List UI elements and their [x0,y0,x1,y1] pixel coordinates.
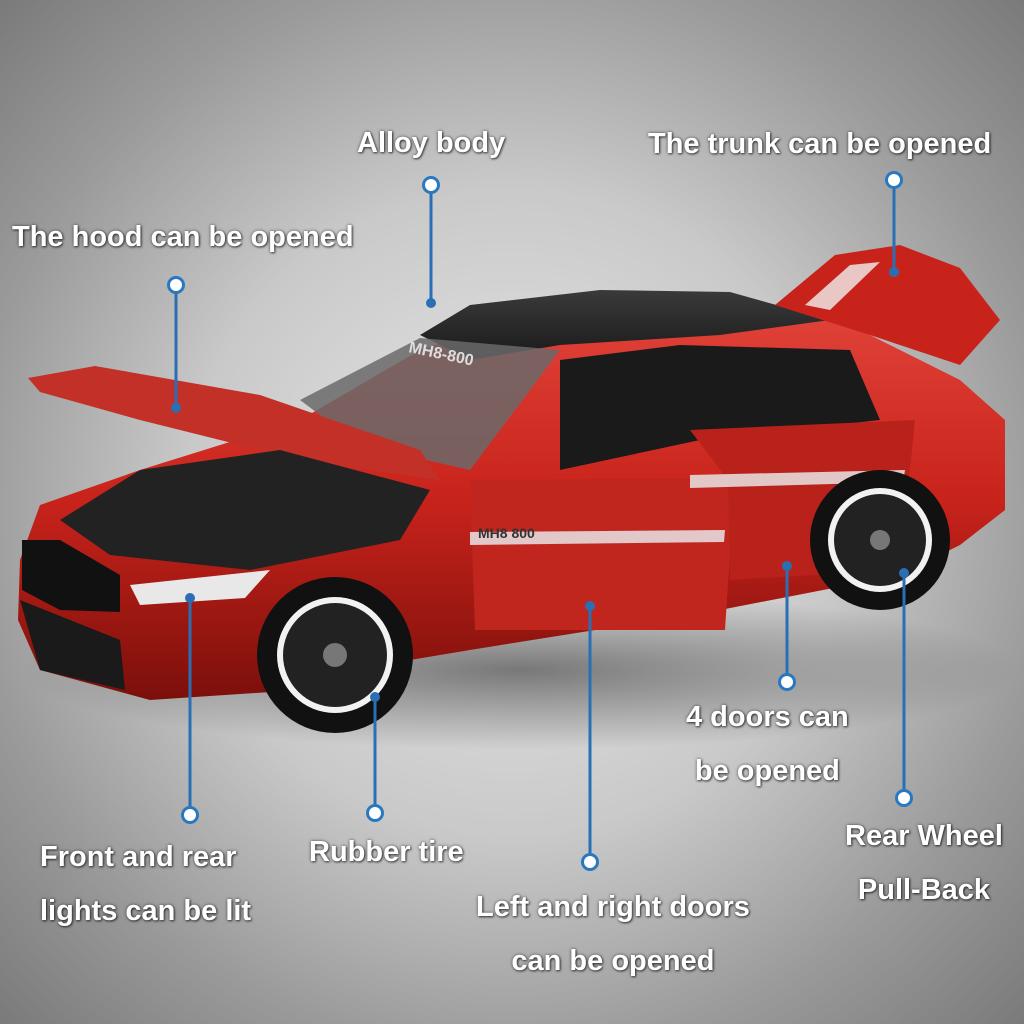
callout-tip-doors4 [782,561,792,571]
callout-tip-alloy [426,298,436,308]
callout-line-lights [188,598,192,815]
callout-dot-doors4 [778,673,796,691]
engine-bay [60,450,430,570]
label-trunk: The trunk can be opened [648,128,992,160]
car-roof [420,290,830,360]
callout-tip-hood [171,403,181,413]
callout-dot-trunk [885,171,903,189]
label-4-doors: 4 doors can be opened [686,701,849,787]
callout-tip-rear-wheel [899,568,909,578]
callout-tip-lights [185,593,195,603]
interior [560,345,880,470]
callout-line-tire [373,697,377,813]
callout-line-rear-wheel [902,573,906,798]
callout-tip-tire [370,692,380,702]
callout-dot-tire [366,804,384,822]
door-model-plate: MH8 800 [478,525,535,541]
callout-dot-left-right-doors [581,853,599,871]
callout-line-left-right-doors [588,606,592,862]
rear-wheel [810,470,950,610]
headlight [130,570,270,605]
callout-line-hood [174,285,178,408]
callout-line-trunk [892,180,896,272]
callout-tip-trunk [889,267,899,277]
callout-line-doors4 [785,566,789,682]
front-wheel [257,577,413,733]
label-rubber-tire: Rubber tire [309,836,464,868]
opened-hood [28,366,440,480]
callout-tip-left-right-doors [585,601,595,611]
opened-trunk [775,245,1000,365]
label-lights: Front and rear lights can be lit [40,841,252,927]
callout-dot-alloy [422,176,440,194]
kidney-grille [22,540,120,612]
callout-dot-rear-wheel [895,789,913,807]
callout-line-alloy [429,185,433,303]
callout-dot-lights [181,806,199,824]
label-alloy-body: Alloy body [357,127,506,159]
front-door [470,478,735,630]
label-hood: The hood can be opened [12,221,354,253]
label-rear-wheel: Rear Wheel Pull-Back [845,820,1003,906]
callout-dot-hood [167,276,185,294]
label-left-right-doors: Left and right doors can be opened [476,891,750,977]
